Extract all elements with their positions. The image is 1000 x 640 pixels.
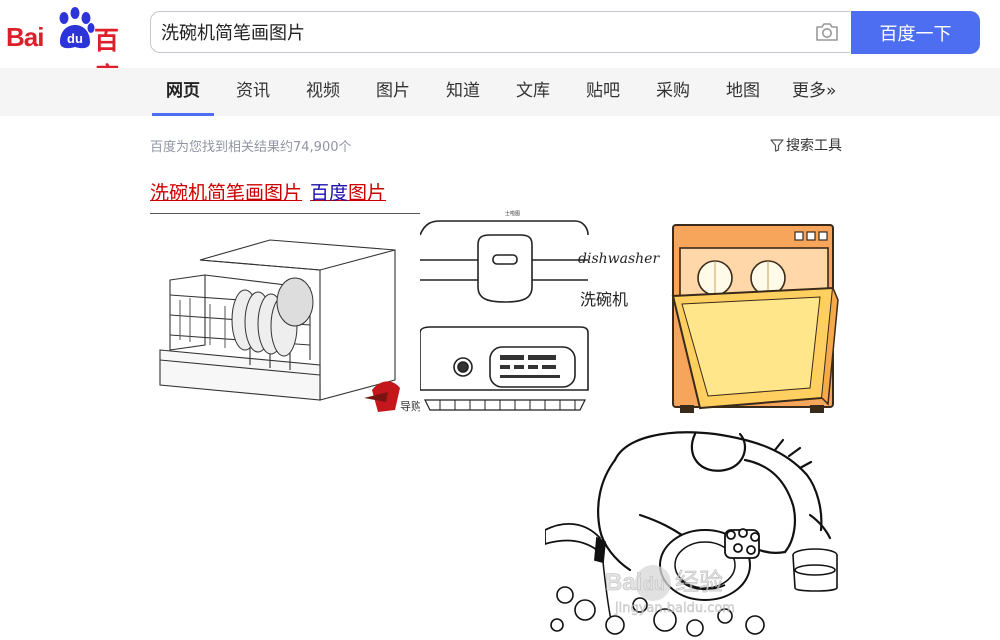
dishwasher-rack-drawing: 导购: [159, 239, 420, 413]
image-thumbnail-dishwasher-panel[interactable]: 士啦图 dishwasher 洗碗机: [420, 205, 670, 420]
camera-icon[interactable]: [814, 21, 840, 43]
result-title-link[interactable]: 洗碗机简笔画图片百度图片: [150, 178, 386, 205]
image-thumbnail-dishwasher-color[interactable]: [670, 220, 845, 415]
thumb2-cn-label: 洗碗机: [580, 290, 628, 309]
title-divider: [150, 213, 420, 214]
logo-text-du: du: [67, 31, 83, 46]
search-box: [150, 11, 850, 53]
tab-caigou[interactable]: 采购: [656, 81, 690, 101]
result-title-site: 百度: [310, 182, 349, 204]
dishwasher-panel-drawing: 士啦图 dishwasher 洗碗机: [420, 210, 660, 411]
baidu-logo[interactable]: Bai du 百度: [6, 4, 140, 91]
result-title-site-em: 图片: [348, 182, 387, 204]
result-count: 百度为您找到相关结果约74,900个: [150, 140, 352, 155]
header: Bai du 百度 百度一下: [0, 0, 1000, 91]
watermark-brand-du: du: [643, 574, 665, 594]
search-tools-button[interactable]: 搜索工具: [770, 135, 842, 155]
thumb2-top-label: 士啦图: [505, 210, 520, 217]
tab-web[interactable]: 网页: [152, 68, 214, 116]
result-title-main: 洗碗机简笔画图片: [150, 182, 303, 204]
watermark-brand: Bai: [605, 569, 642, 596]
watermark-jingyan: 经验: [675, 568, 723, 596]
search-tools-label: 搜索工具: [786, 138, 842, 154]
tab-zhidao[interactable]: 知道: [446, 81, 480, 101]
tab-tieba[interactable]: 贴吧: [586, 81, 620, 101]
tab-map[interactable]: 地图: [726, 81, 760, 101]
logo-text-bai: Bai: [6, 22, 44, 52]
tab-more[interactable]: 更多»: [792, 81, 837, 101]
dishwasher-color-drawing: [671, 224, 839, 413]
image-thumbnail-dishwasher-rack[interactable]: 导购: [150, 220, 420, 420]
nav-tabs: 网页 资讯 视频 图片 知道 文库 贴吧 采购 地图 更多»: [0, 68, 1000, 116]
watermark-url: jingyan.baidu.com: [614, 601, 735, 616]
tab-wenku[interactable]: 文库: [516, 81, 550, 101]
tab-video[interactable]: 视频: [306, 81, 340, 101]
washing-dishes-drawing: Bai du 经验 jingyan.baidu.com: [545, 431, 838, 637]
tab-images[interactable]: 图片: [376, 81, 410, 101]
image-thumbnail-washing-dishes[interactable]: Bai du 经验 jingyan.baidu.com: [545, 420, 845, 640]
paw-icon: du: [59, 7, 95, 49]
thumb1-watermark: 导购: [400, 399, 420, 413]
filter-icon: [770, 139, 784, 152]
tab-news[interactable]: 资讯: [236, 81, 270, 101]
search-button[interactable]: 百度一下: [851, 11, 980, 54]
thumb2-word: dishwasher: [578, 251, 660, 267]
search-input[interactable]: [151, 12, 811, 52]
